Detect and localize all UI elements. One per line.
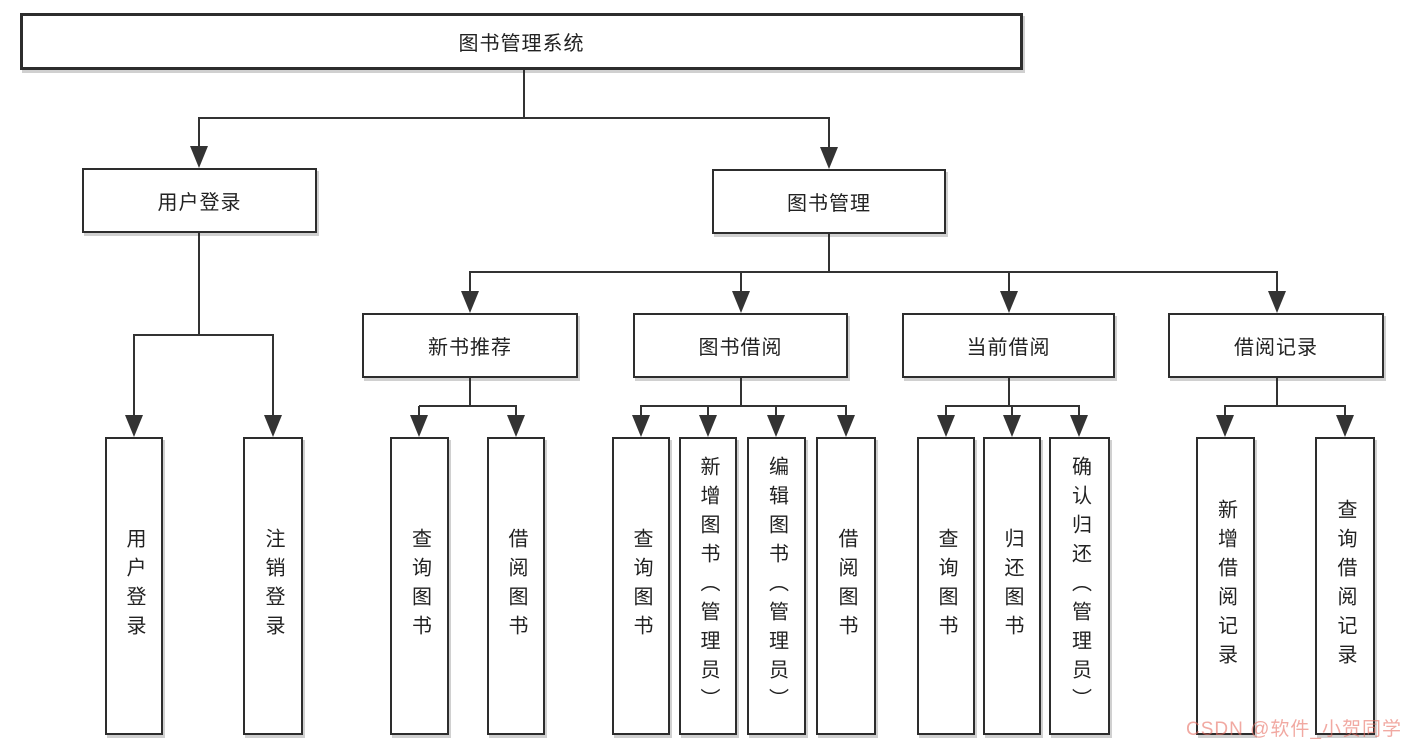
node-label: 新增图书（管理员） [697, 455, 719, 717]
leaf-user-login: 用户登录 [105, 437, 163, 735]
node-label: 查询图书 [408, 528, 431, 644]
connector-line [198, 117, 830, 119]
node-label: 查询借阅记录 [1334, 499, 1356, 673]
leaf-borrow-books-recommend: 借阅图书 [487, 437, 545, 735]
arrow-down-icon [190, 146, 208, 168]
connector-line [469, 272, 471, 295]
leaf-query-books-recommend: 查询图书 [390, 437, 449, 735]
connector-line [945, 405, 1080, 407]
node-book-borrow: 图书借阅 [633, 313, 848, 378]
connector-line [1008, 378, 1010, 407]
arrow-down-icon [1070, 415, 1088, 437]
arrow-down-icon [1000, 291, 1018, 313]
arrow-down-icon [837, 415, 855, 437]
connector-line [419, 405, 517, 407]
connector-line [1276, 272, 1278, 295]
connector-line [1078, 406, 1080, 419]
node-label: 图书借阅 [698, 337, 783, 359]
connector-line [1224, 406, 1226, 419]
arrow-down-icon [461, 291, 479, 313]
arrow-down-icon [1003, 415, 1021, 437]
arrow-down-icon [1336, 415, 1354, 437]
arrow-down-icon [125, 415, 143, 437]
node-user-login: 用户登录 [82, 168, 317, 233]
node-label: 归还图书 [1001, 528, 1023, 644]
connector-line [845, 406, 847, 419]
node-root-library-system: 图书管理系统 [20, 13, 1023, 70]
node-current-borrow: 当前借阅 [902, 313, 1115, 378]
node-label: 查询图书 [935, 528, 957, 644]
arrow-down-icon [264, 415, 282, 437]
connector-line [828, 234, 830, 273]
connector-line [740, 378, 742, 407]
node-label: 查询图书 [630, 528, 652, 644]
connector-line [775, 406, 777, 419]
connector-line [198, 233, 200, 336]
leaf-return-book: 归还图书 [983, 437, 1041, 735]
connector-line [1224, 405, 1346, 407]
node-label: 编辑图书（管理员） [765, 455, 788, 717]
arrow-down-icon [699, 415, 717, 437]
arrow-down-icon [1216, 415, 1234, 437]
arrow-down-icon [410, 415, 428, 437]
arrow-down-icon [937, 415, 955, 437]
connector-line [640, 406, 642, 419]
arrow-down-icon [1268, 291, 1286, 313]
node-borrow-records: 借阅记录 [1168, 313, 1384, 378]
connector-line [469, 378, 471, 407]
connector-line [133, 335, 135, 419]
connector-line [1276, 378, 1278, 407]
arrow-down-icon [732, 291, 750, 313]
connector-line [198, 118, 200, 150]
node-label: 新书推荐 [428, 337, 512, 359]
leaf-borrow-books: 借阅图书 [816, 437, 876, 735]
node-label: 用户登录 [157, 192, 242, 214]
node-book-management: 图书管理 [712, 169, 946, 234]
node-label: 借阅记录 [1234, 337, 1318, 359]
arrow-down-icon [767, 415, 785, 437]
arrow-down-icon [632, 415, 650, 437]
node-label: 注销登录 [262, 528, 284, 644]
connector-line [707, 406, 709, 419]
leaf-query-books-borrow: 查询图书 [612, 437, 670, 735]
node-label: 图书管理系统 [458, 33, 585, 55]
leaf-confirm-return-admin: 确认归还（管理员） [1049, 437, 1110, 735]
leaf-add-book-admin: 新增图书（管理员） [679, 437, 737, 735]
connector-line [469, 271, 1278, 273]
node-label: 新增借阅记录 [1214, 499, 1237, 673]
leaf-edit-book-admin: 编辑图书（管理员） [747, 437, 806, 735]
connector-line [945, 406, 947, 419]
connector-line [523, 70, 525, 118]
leaf-add-borrow-record: 新增借阅记录 [1196, 437, 1255, 735]
connector-line [1008, 272, 1010, 295]
node-label: 借阅图书 [835, 528, 857, 644]
connector-line [740, 272, 742, 295]
node-label: 图书管理 [787, 193, 871, 215]
node-label: 当前借阅 [966, 337, 1051, 359]
node-label: 确认归还（管理员） [1068, 455, 1091, 717]
leaf-logout: 注销登录 [243, 437, 303, 735]
connector-line [1344, 406, 1346, 419]
arrow-down-icon [507, 415, 525, 437]
connector-line [1011, 406, 1013, 419]
node-label: 用户登录 [123, 528, 145, 644]
node-label: 借阅图书 [505, 528, 527, 644]
arrow-down-icon [820, 147, 838, 169]
connector-line [640, 405, 847, 407]
connector-line [828, 118, 830, 151]
leaf-query-borrow-record: 查询借阅记录 [1315, 437, 1375, 735]
leaf-query-books-current: 查询图书 [917, 437, 975, 735]
connector-line [133, 334, 274, 336]
connector-line [418, 406, 420, 419]
connector-line [515, 406, 517, 419]
node-new-book-recommend: 新书推荐 [362, 313, 578, 378]
connector-line [272, 335, 274, 419]
